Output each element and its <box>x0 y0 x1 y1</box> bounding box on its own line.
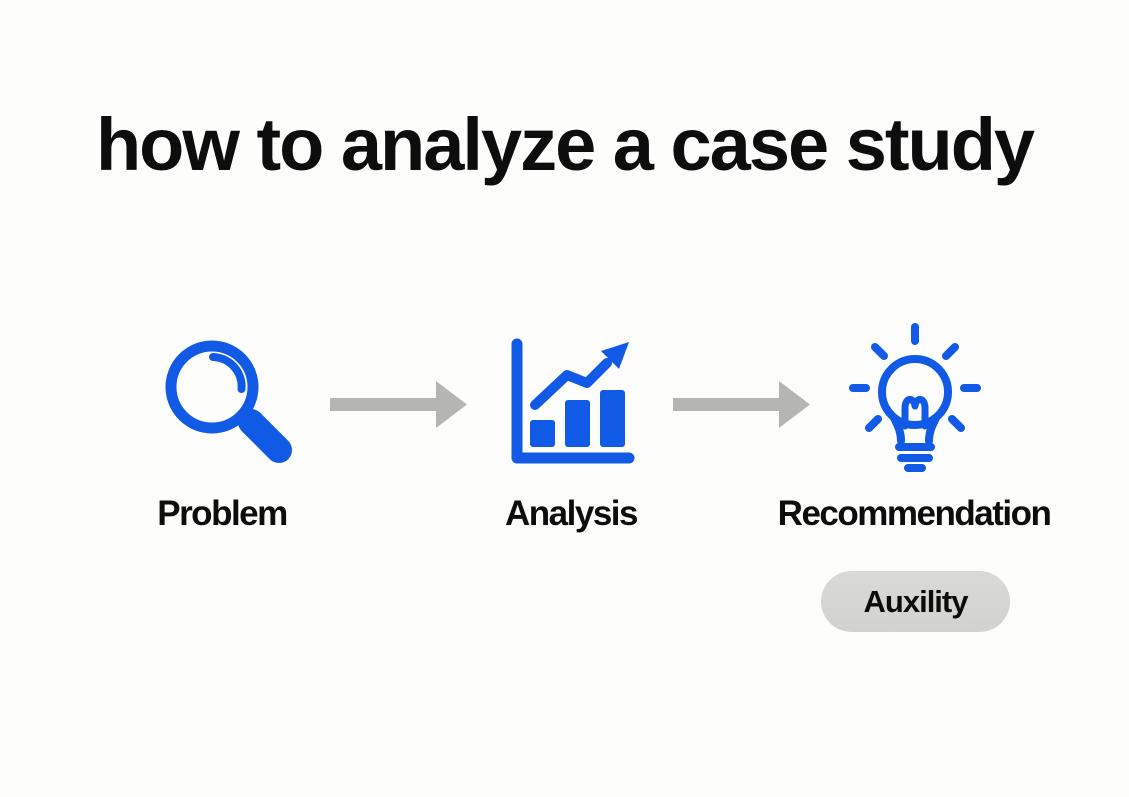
step-label-problem: Problem <box>157 494 288 533</box>
magnifying-glass-icon <box>163 336 295 468</box>
bar-chart-trend-icon <box>503 337 635 467</box>
arrow-right-icon <box>673 381 810 428</box>
auxility-badge-label: Auxility <box>863 583 969 619</box>
auxility-badge: Auxility <box>821 571 1010 632</box>
step-label-recommendation: Recommendation <box>777 494 1052 533</box>
step-label-analysis: Analysis <box>505 494 638 533</box>
page-title: how to analyze a case study <box>95 103 1035 186</box>
lightbulb-icon <box>848 320 981 474</box>
arrow-right-icon <box>330 381 467 428</box>
